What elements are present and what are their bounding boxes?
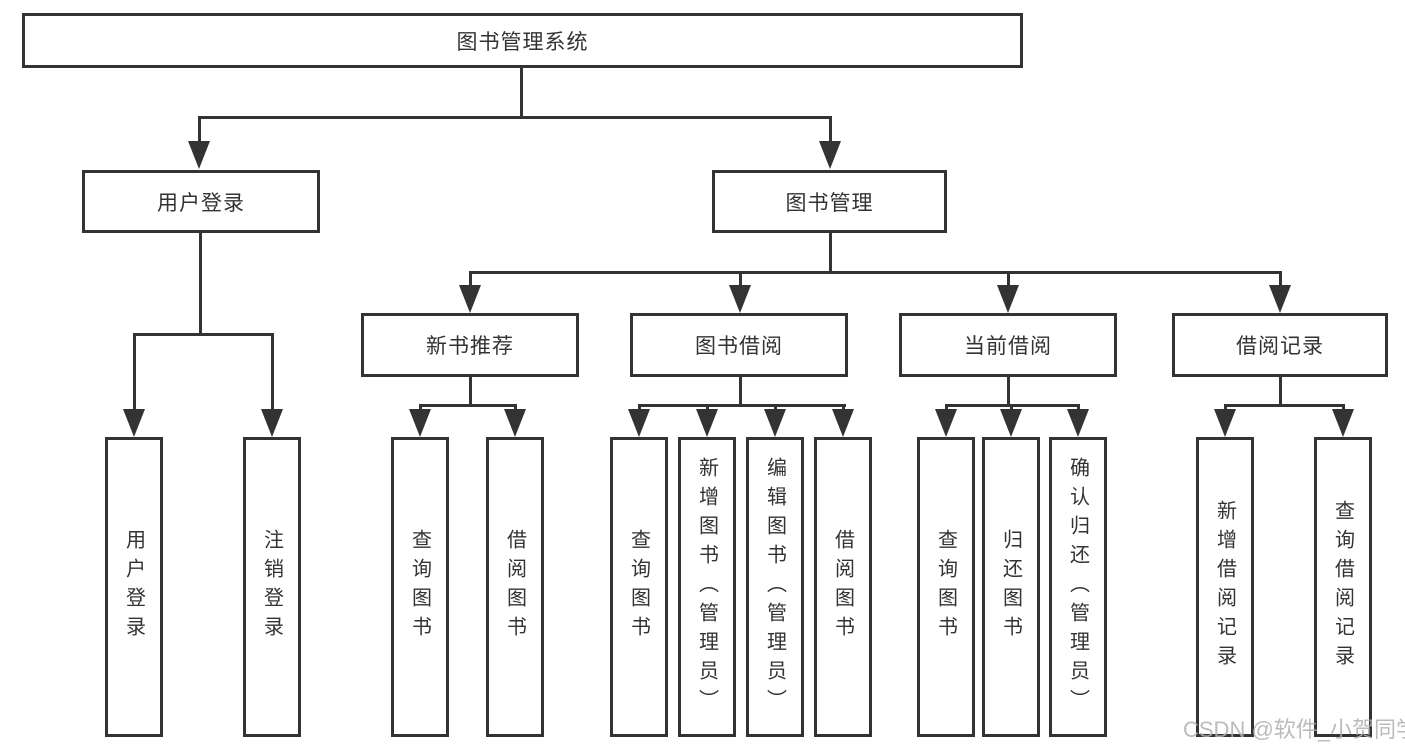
arrow-down-icon — [1214, 409, 1236, 437]
connector-book-mgmt-drop1 — [469, 271, 472, 289]
connector-book-borrow-branch — [638, 404, 846, 407]
connector-user-login-branch — [133, 333, 274, 336]
leaf-logout: 注销登录 — [243, 437, 301, 737]
connector-root-drop-left — [198, 116, 201, 143]
leaf-borrowing-query-books-label: 查询图书 — [627, 529, 650, 645]
connector-user-login-drop2 — [271, 333, 274, 411]
connector-book-mgmt-drop4 — [1279, 271, 1282, 289]
arrow-down-icon — [935, 409, 957, 437]
connector-user-login-trunk — [199, 233, 202, 336]
leaf-current-confirm-return-admin: 确认归还（管理员） — [1049, 437, 1107, 737]
node-current-borrowing-label: 当前借阅 — [964, 335, 1052, 358]
leaf-borrowing-add-books-admin-label: 新增图书（管理员） — [695, 456, 718, 718]
leaf-borrowing-edit-books-admin: 编辑图书（管理员） — [746, 437, 804, 737]
leaf-borrowing-borrow-books: 借阅图书 — [814, 437, 872, 737]
connector-book-borrow-drop2 — [706, 404, 709, 412]
node-user-login-label: 用户登录 — [157, 191, 245, 215]
connector-borrow-records-drop2 — [1342, 404, 1345, 412]
connector-book-borrow-drop3 — [774, 404, 777, 412]
node-user-login: 用户登录 — [82, 170, 320, 233]
connector-current-borrow-drop3 — [1077, 404, 1080, 412]
arrow-down-icon — [1332, 409, 1354, 437]
leaf-logout-label: 注销登录 — [260, 529, 283, 645]
connector-book-mgmt-drop3 — [1007, 271, 1010, 289]
leaf-borrowing-query-books: 查询图书 — [610, 437, 668, 737]
leaf-newbooks-query-books: 查询图书 — [391, 437, 449, 737]
arrow-down-icon — [997, 285, 1019, 313]
arrow-down-icon — [409, 409, 431, 437]
node-book-management-label: 图书管理 — [785, 191, 874, 215]
arrow-down-icon — [261, 409, 283, 437]
connector-book-mgmt-branch — [469, 271, 1282, 274]
node-book-borrowing: 图书借阅 — [630, 313, 848, 377]
connector-current-borrow-drop1 — [945, 404, 948, 412]
leaf-newbooks-query-books-label: 查询图书 — [408, 529, 431, 645]
leaf-borrowing-borrow-books-label: 借阅图书 — [831, 529, 854, 645]
arrow-down-icon — [832, 409, 854, 437]
leaf-newbooks-borrow-books: 借阅图书 — [486, 437, 544, 737]
arrow-down-icon — [1000, 409, 1022, 437]
node-new-book-recommend-label: 新书推荐 — [426, 335, 514, 358]
arrow-down-icon — [819, 141, 841, 169]
leaf-current-confirm-return-admin-label: 确认归还（管理员） — [1066, 456, 1089, 718]
connector-new-books-drop2 — [514, 404, 517, 412]
connector-user-login-drop1 — [133, 333, 136, 411]
leaf-newbooks-borrow-books-label: 借阅图书 — [503, 529, 526, 645]
arrow-down-icon — [696, 409, 718, 437]
connector-book-mgmt-trunk — [829, 233, 832, 274]
node-new-book-recommend: 新书推荐 — [361, 313, 579, 377]
arrow-down-icon — [1067, 409, 1089, 437]
leaf-records-query-record: 查询借阅记录 — [1314, 437, 1372, 737]
node-borrowing-records-label: 借阅记录 — [1236, 335, 1324, 358]
arrow-down-icon — [123, 409, 145, 437]
connector-borrow-records-trunk — [1279, 377, 1282, 407]
connector-current-borrow-drop2 — [1010, 404, 1013, 412]
arrow-down-icon — [459, 285, 481, 313]
arrow-down-icon — [504, 409, 526, 437]
arrow-down-icon — [764, 409, 786, 437]
leaf-current-return-books: 归还图书 — [982, 437, 1040, 737]
connector-root-drop-right — [829, 116, 832, 143]
node-root-label: 图书管理系统 — [456, 30, 589, 54]
leaf-records-add-record: 新增借阅记录 — [1196, 437, 1254, 737]
connector-root-trunk — [520, 68, 523, 118]
connector-book-borrow-trunk — [739, 377, 742, 407]
csdn-watermark: CSDN @软件_小贺同学 — [1183, 717, 1405, 742]
connector-book-borrow-drop4 — [842, 404, 845, 412]
node-book-borrowing-label: 图书借阅 — [695, 335, 783, 358]
node-current-borrowing: 当前借阅 — [899, 313, 1117, 377]
connector-current-borrow-trunk — [1007, 377, 1010, 407]
leaf-borrowing-edit-books-admin-label: 编辑图书（管理员） — [763, 456, 786, 718]
leaf-user-login: 用户登录 — [105, 437, 163, 737]
arrow-down-icon — [729, 285, 751, 313]
connector-new-books-branch — [419, 404, 517, 407]
arrow-down-icon — [188, 141, 210, 169]
leaf-current-query-books-label: 查询图书 — [934, 529, 957, 645]
connector-root-branch — [198, 116, 832, 119]
leaf-current-return-books-label: 归还图书 — [999, 529, 1022, 645]
connector-book-borrow-drop1 — [638, 404, 641, 412]
node-borrowing-records: 借阅记录 — [1172, 313, 1388, 377]
connector-new-books-drop1 — [419, 404, 422, 412]
arrow-down-icon — [1269, 285, 1291, 313]
arrow-down-icon — [628, 409, 650, 437]
node-root: 图书管理系统 — [22, 13, 1023, 68]
leaf-borrowing-add-books-admin: 新增图书（管理员） — [678, 437, 736, 737]
leaf-current-query-books: 查询图书 — [917, 437, 975, 737]
connector-borrow-records-branch — [1224, 404, 1345, 407]
connector-new-books-trunk — [469, 377, 472, 407]
leaf-user-login-label: 用户登录 — [122, 529, 145, 645]
node-book-management: 图书管理 — [712, 170, 947, 233]
connector-book-mgmt-drop2 — [739, 271, 742, 289]
leaf-records-add-record-label: 新增借阅记录 — [1213, 500, 1236, 674]
connector-borrow-records-drop1 — [1224, 404, 1227, 412]
leaf-records-query-record-label: 查询借阅记录 — [1331, 500, 1354, 674]
